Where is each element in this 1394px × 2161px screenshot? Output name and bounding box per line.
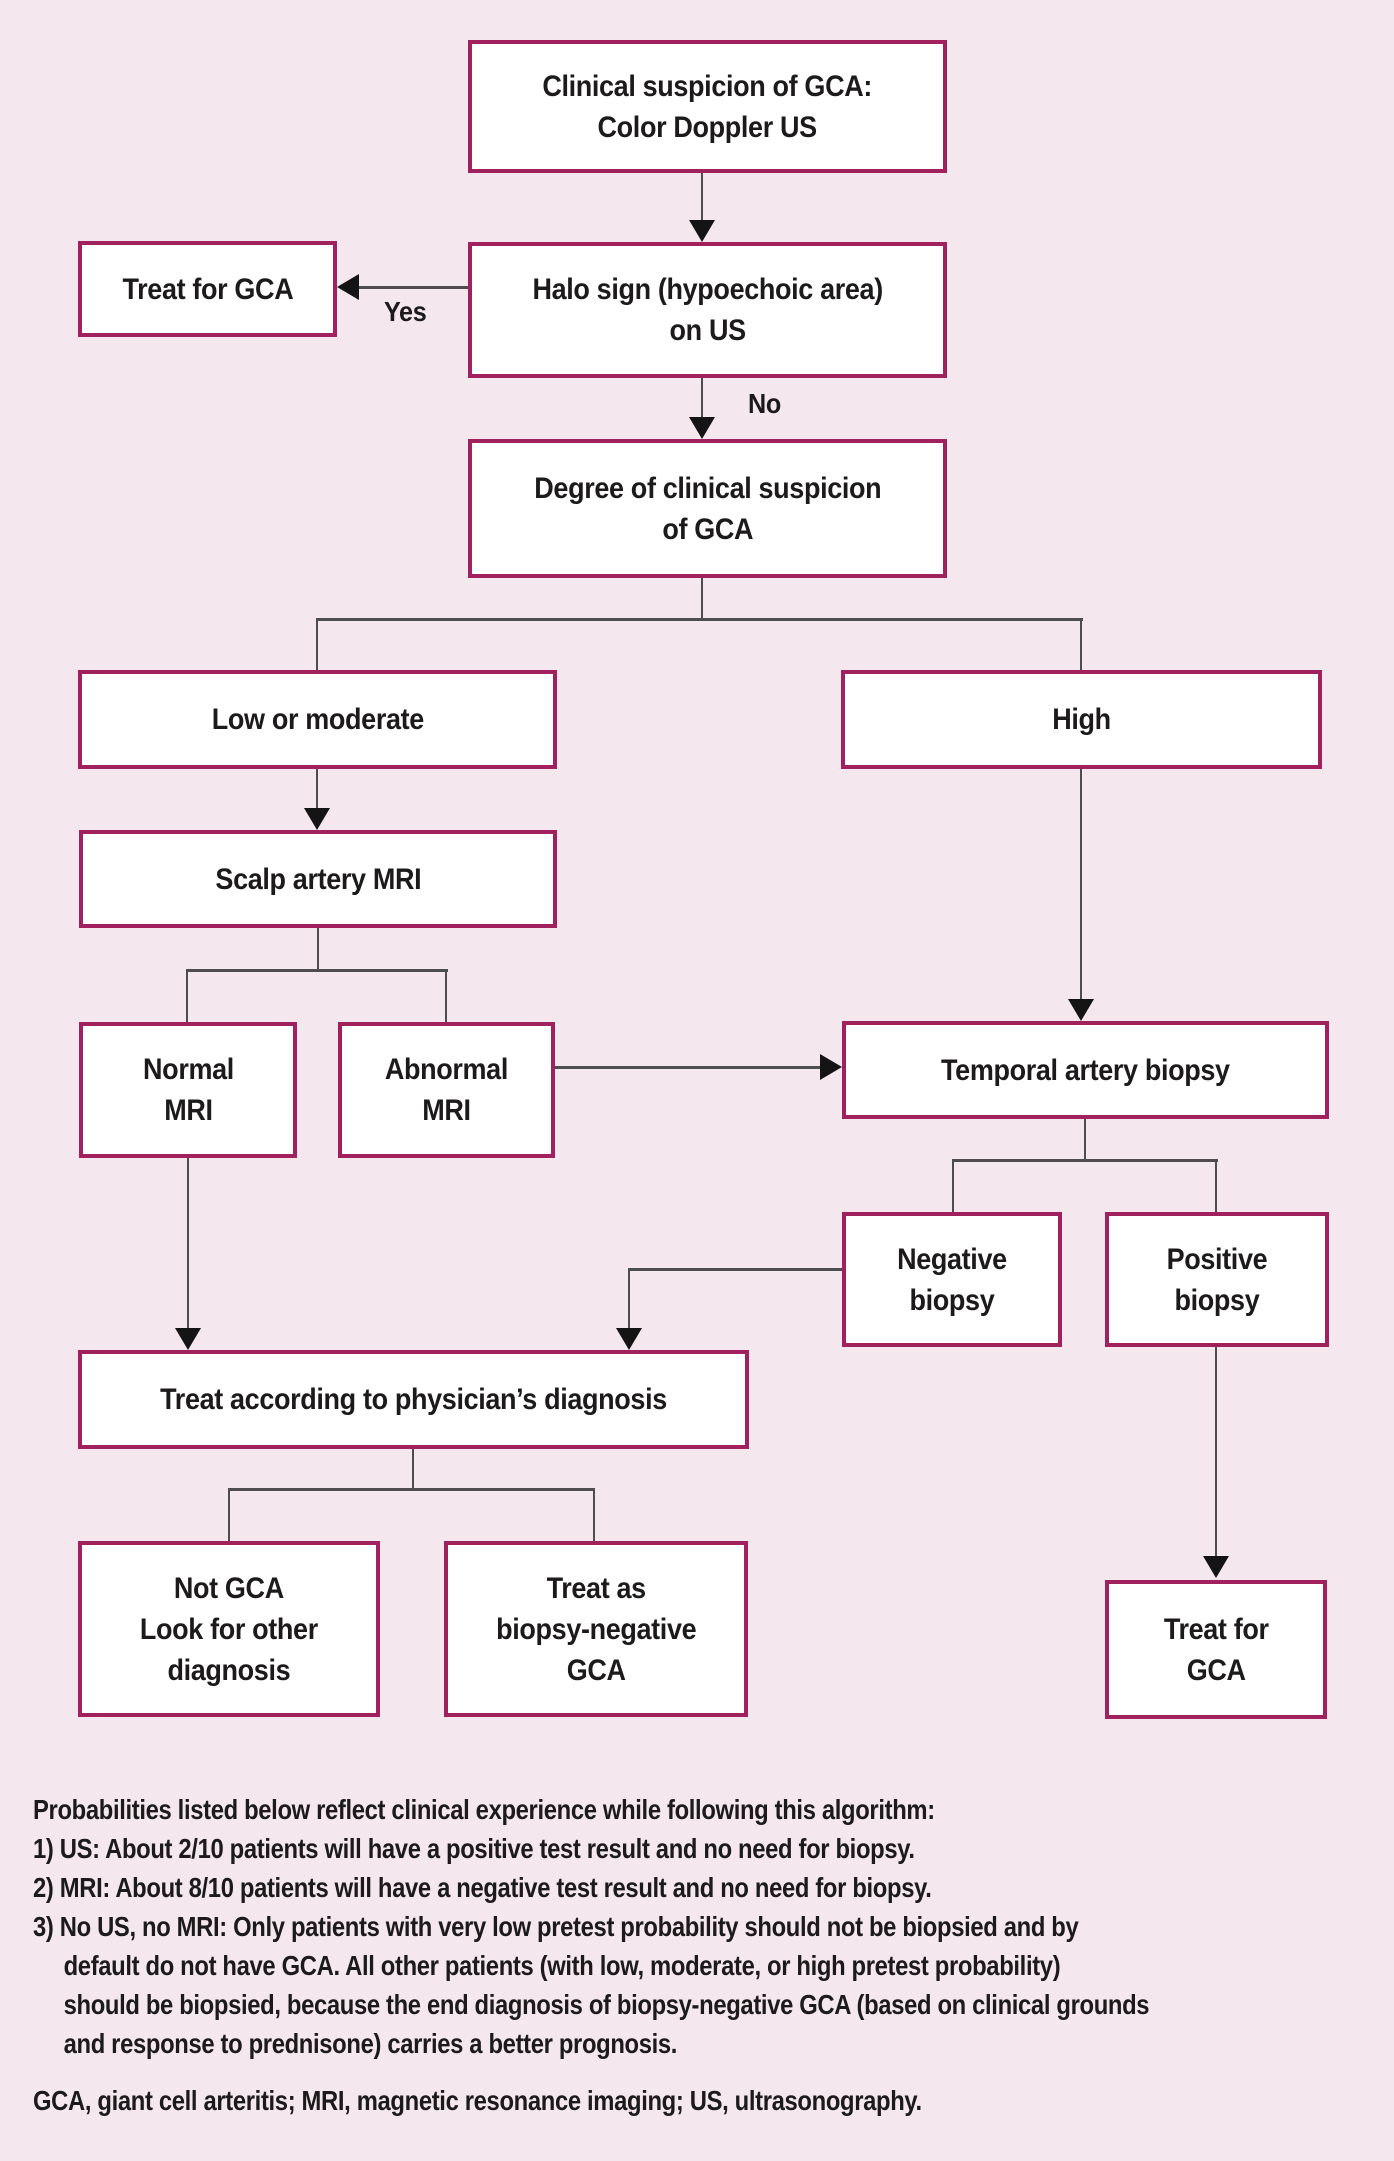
connector-branch-to-high [1080, 618, 1082, 670]
node-temporal-artery-biopsy: Temporal artery biopsy [842, 1021, 1329, 1119]
connector-positive-to-treat [1215, 1347, 1217, 1558]
node-halo-sign-label: Halo sign (hypoechoic area) on US [532, 273, 883, 347]
arrowhead-halo-to-treat-yes [337, 274, 359, 300]
node-not-gca-label: Not GCA Look for other diagnosis [140, 1571, 318, 1687]
arrowhead-positive-to-treat [1203, 1556, 1229, 1578]
node-halo-sign: Halo sign (hypoechoic area) on US [468, 242, 947, 378]
connector-negative-to-physician-v [628, 1268, 630, 1330]
connector-normal-to-physician [187, 1158, 189, 1330]
node-treat-for-gca-bottom-label: Treat for GCA [1163, 1612, 1269, 1687]
node-clinical-suspicion-label: Clinical suspicion of GCA: Color Doppler… [542, 69, 873, 144]
node-positive-biopsy-label: Positive biopsy [1166, 1242, 1268, 1317]
node-negative-biopsy: Negative biopsy [842, 1212, 1062, 1347]
connector-degree-stub [701, 578, 703, 621]
node-temporal-artery-biopsy-label: Temporal artery biopsy [941, 1053, 1230, 1087]
footer-abbreviations: GCA, giant cell arteritis; MRI, magnetic… [33, 2085, 922, 2116]
arrowhead-high-to-temporal [1068, 999, 1094, 1021]
connector-physician-stub [412, 1449, 414, 1491]
connector-low-to-scalp [316, 769, 318, 810]
connector-temporal-branch [952, 1159, 1218, 1162]
connector-branch-to-low [316, 618, 318, 670]
connector-branch-to-abnormal [445, 969, 447, 1022]
node-abnormal-mri-label: Abnormal MRI [384, 1053, 509, 1127]
connector-branch-to-negative [952, 1159, 954, 1212]
node-normal-mri: Normal MRI [79, 1022, 297, 1158]
node-treat-physician-diagnosis: Treat according to physician’s diagnosis [78, 1350, 749, 1449]
edge-label-no: No [748, 388, 781, 419]
footer-item-continuation-3: and response to prednisone) carries a be… [63, 2028, 678, 2059]
node-low-or-moderate-label: Low or moderate [211, 703, 424, 736]
node-scalp-artery-mri: Scalp artery MRI [79, 830, 557, 928]
arrowhead-normal-to-physician [175, 1328, 201, 1350]
connector-physician-branch [228, 1488, 595, 1491]
connector-scalp-branch [186, 969, 448, 972]
node-clinical-suspicion: Clinical suspicion of GCA: Color Doppler… [468, 40, 947, 173]
node-low-or-moderate: Low or moderate [78, 670, 557, 769]
node-abnormal-mri: Abnormal MRI [338, 1022, 555, 1158]
arrowhead-abnormal-to-temporal [820, 1054, 842, 1080]
footer-intro: Probabilities listed below reflect clini… [33, 1794, 935, 1825]
connector-clinical-to-halo [701, 173, 703, 222]
node-not-gca: Not GCA Look for other diagnosis [78, 1541, 380, 1717]
connector-branch-to-normal [186, 969, 188, 1022]
connector-scalp-stub [317, 928, 319, 972]
node-high-label: High [1052, 703, 1111, 736]
footer-item-continuation-1: default do not have GCA. All other patie… [63, 1950, 1061, 1981]
connector-branch-to-not-gca [228, 1488, 230, 1541]
node-treat-for-gca-top-label: Treat for GCA [122, 272, 293, 306]
connector-high-to-temporal [1080, 769, 1082, 1001]
connector-abnormal-to-temporal [555, 1066, 822, 1069]
node-treat-for-gca-top: Treat for GCA [78, 241, 337, 337]
connector-halo-to-degree-no [701, 378, 703, 419]
node-treat-biopsy-negative-label: Treat as biopsy-negative GCA [495, 1571, 697, 1687]
footer-item-us: 1) US: About 2/10 patients will have a p… [33, 1833, 915, 1864]
node-treat-for-gca-bottom: Treat for GCA [1105, 1580, 1327, 1719]
connector-temporal-stub [1084, 1119, 1086, 1162]
node-scalp-artery-mri-label: Scalp artery MRI [215, 862, 421, 896]
node-normal-mri-label: Normal MRI [142, 1053, 234, 1127]
node-negative-biopsy-label: Negative biopsy [897, 1242, 1007, 1317]
edge-label-yes: Yes [384, 296, 427, 327]
connector-negative-to-physician-h [628, 1268, 842, 1271]
connector-branch-to-positive [1215, 1159, 1217, 1212]
arrowhead-negative-to-physician [616, 1328, 642, 1350]
connector-degree-branch [316, 618, 1083, 621]
footer-item-no-us-no-mri: 3) No US, no MRI: Only patients with ver… [33, 1911, 1079, 1942]
connector-branch-to-biopsy-negative [593, 1488, 595, 1541]
arrowhead-clinical-to-halo [689, 220, 715, 242]
arrowhead-low-to-scalp [304, 808, 330, 830]
node-degree-suspicion: Degree of clinical suspicion of GCA [468, 439, 947, 578]
node-degree-suspicion-label: Degree of clinical suspicion of GCA [533, 471, 882, 546]
node-treat-biopsy-negative: Treat as biopsy-negative GCA [444, 1541, 748, 1717]
node-positive-biopsy: Positive biopsy [1105, 1212, 1329, 1347]
footer-item-mri: 2) MRI: About 8/10 patients will have a … [33, 1872, 932, 1903]
footer-notes: Probabilities listed below reflect clini… [33, 1790, 1388, 2120]
node-high: High [841, 670, 1322, 769]
footer-item-continuation-2: should be biopsied, because the end diag… [63, 1989, 1150, 2020]
arrowhead-halo-to-degree-no [689, 417, 715, 439]
node-treat-physician-diagnosis-label: Treat according to physician’s diagnosis [160, 1383, 667, 1416]
connector-halo-to-treat-yes [359, 286, 468, 289]
